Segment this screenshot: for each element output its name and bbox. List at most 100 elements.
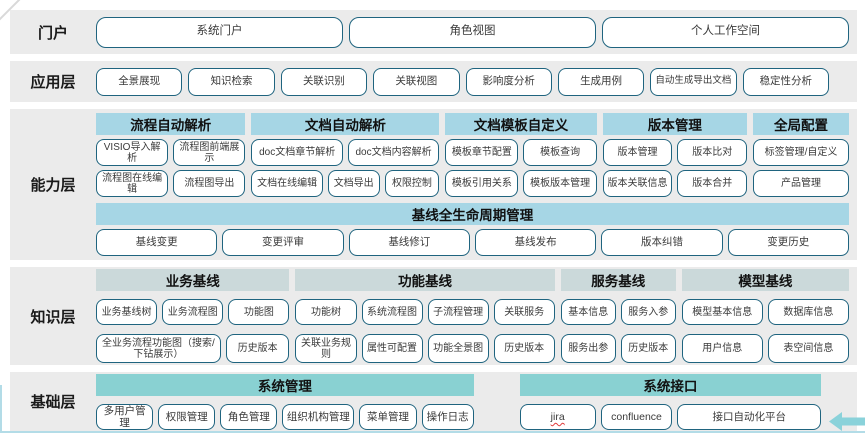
module-box[interactable]: 版本关联信息 (602, 170, 673, 197)
module-box[interactable]: 属性可配置 (361, 334, 423, 363)
module-box[interactable]: 版本管理 (602, 139, 673, 166)
knowledge-group-function-baseline: 功能基线 功能树 系统流程图 子流程管理 关联服务 关联业务规则 属性可配置 功… (295, 269, 555, 363)
module-box[interactable]: 文档在线编辑 (251, 170, 323, 197)
layer-application-label: 应用层 (30, 74, 76, 91)
module-box[interactable]: 表空间信息 (767, 334, 849, 363)
module-box[interactable]: 功能树 (295, 299, 357, 325)
module-box[interactable]: 角色视图 (349, 16, 596, 48)
capability-group-doc-parse: 文档自动解析 doc文档章节解析 doc文档内容解析 文档在线编辑 文档导出 权… (251, 113, 440, 197)
layer-portal: 门户 系统门户 角色视图 个人工作空间 (10, 10, 857, 54)
module-box[interactable]: 业务基线树 (96, 299, 158, 325)
module-box[interactable]: 关联识别 (280, 67, 368, 96)
module-box[interactable]: 历史版本 (493, 334, 555, 363)
module-box[interactable]: 标签管理/自定义 (753, 139, 849, 166)
group-header: 业务基线 (96, 269, 290, 291)
module-box[interactable]: doc文档章节解析 (251, 139, 343, 166)
module-box[interactable]: 系统流程图 (361, 299, 423, 325)
group-header: 服务基线 (560, 269, 676, 291)
module-box-jira[interactable]: jira (519, 404, 596, 430)
module-box[interactable]: 基本信息 (560, 299, 616, 325)
group-header: 版本管理 (602, 113, 748, 135)
module-box[interactable]: 模板查询 (523, 139, 597, 166)
left-arrow-icon (829, 412, 865, 431)
capability-group-global-config: 全局配置 标签管理/自定义 产品管理 (753, 113, 849, 197)
bottom-edge-line (0, 431, 865, 433)
module-box[interactable]: 菜单管理 (359, 404, 417, 430)
module-box[interactable]: 功能图 (228, 299, 290, 325)
group-header: 文档自动解析 (251, 113, 440, 135)
module-box[interactable]: 操作日志 (421, 404, 474, 430)
group-header: 文档模板自定义 (445, 113, 597, 135)
layer-foundation: 基础层 系统管理 多用户管理 权限管理 角色管理 组织机构管理 菜单管理 操作日… (10, 372, 857, 431)
module-box[interactable]: 用户信息 (681, 334, 763, 363)
module-box[interactable]: 服务出参 (560, 334, 616, 363)
knowledge-group-business-baseline: 业务基线 业务基线树 业务流程图 功能图 全业务流程功能图（搜索/下钻展示） 历… (96, 269, 290, 363)
group-header: 系统接口 (519, 374, 821, 396)
module-box[interactable]: 关联服务 (493, 299, 555, 325)
module-box[interactable]: 系统门户 (96, 16, 343, 48)
module-box[interactable]: 功能全景图 (427, 334, 489, 363)
foundation-group-system-interface: 系统接口 jira confluence 接口自动化平台 (519, 374, 821, 430)
capability-group-template-custom: 文档模板自定义 模板章节配置 模板查询 模板引用关系 模板版本管理 (445, 113, 597, 197)
module-box[interactable]: 服务入参 (620, 299, 676, 325)
module-box-confluence[interactable]: confluence (600, 404, 673, 430)
module-box[interactable]: 全业务流程功能图（搜索/下钻展示） (96, 334, 221, 363)
module-box[interactable]: 基线发布 (474, 229, 597, 256)
module-box[interactable]: 变更评审 (222, 229, 344, 256)
group-header: 流程自动解析 (96, 113, 246, 135)
module-box[interactable]: 模板章节配置 (445, 139, 519, 166)
module-box[interactable]: 文档导出 (327, 170, 380, 197)
module-box[interactable]: 模板版本管理 (523, 170, 597, 197)
layer-capability: 能力层 流程自动解析 VISIO导入解析 流程图前端展示 流程图在线编辑 流程图… (10, 109, 857, 260)
module-box[interactable]: 模板引用关系 (445, 170, 519, 197)
module-box[interactable]: 业务流程图 (162, 299, 224, 325)
capability-group-process-parse: 流程自动解析 VISIO导入解析 流程图前端展示 流程图在线编辑 流程图导出 (96, 113, 246, 197)
module-box[interactable]: 个人工作空间 (602, 16, 849, 48)
module-box[interactable]: 流程图在线编辑 (96, 170, 169, 197)
module-box[interactable]: 历史版本 (225, 334, 290, 363)
module-box[interactable]: VISIO导入解析 (96, 139, 169, 166)
module-box[interactable]: 权限管理 (158, 404, 216, 430)
module-box[interactable]: 关联视图 (373, 67, 460, 96)
module-box[interactable]: 流程图前端展示 (173, 139, 246, 166)
module-box[interactable]: 历史版本 (620, 334, 676, 363)
layer-application: 应用层 全景展现 知识检索 关联识别 关联视图 影响度分析 生成用例 自动生成导… (10, 61, 857, 102)
module-box[interactable]: 产品管理 (753, 170, 849, 197)
module-box[interactable]: 接口自动化平台 (677, 404, 821, 430)
module-box[interactable]: 生成用例 (557, 67, 645, 96)
module-box[interactable]: 子流程管理 (427, 299, 489, 325)
layer-foundation-label: 基础层 (30, 394, 76, 411)
module-box[interactable]: 版本比对 (677, 139, 748, 166)
layer-portal-label: 门户 (37, 24, 68, 42)
knowledge-group-service-baseline: 服务基线 基本信息 服务入参 服务出参 历史版本 (560, 269, 676, 363)
module-box[interactable]: 全景展现 (96, 67, 183, 96)
module-box[interactable]: 权限控制 (384, 170, 440, 197)
module-box[interactable]: 数据库信息 (767, 299, 849, 325)
module-box[interactable]: 基线修订 (348, 229, 470, 256)
module-box[interactable]: 基线变更 (96, 229, 218, 256)
knowledge-group-model-baseline: 模型基线 模型基本信息 数据库信息 用户信息 表空间信息 (681, 269, 849, 363)
layer-knowledge-label: 知识层 (30, 308, 76, 326)
foundation-group-system-mgmt: 系统管理 多用户管理 权限管理 角色管理 组织机构管理 菜单管理 操作日志 (96, 374, 474, 430)
group-header: 模型基线 (681, 269, 849, 291)
module-box[interactable]: 流程图导出 (173, 170, 246, 197)
module-box[interactable]: 稳定性分析 (742, 67, 829, 96)
capability-group-version-mgmt: 版本管理 版本管理 版本比对 版本关联信息 版本合并 (602, 113, 748, 197)
module-box[interactable]: 多用户管理 (96, 404, 154, 430)
module-box[interactable]: 知识检索 (188, 67, 275, 96)
module-box[interactable]: 版本合并 (677, 170, 748, 197)
module-box[interactable]: 组织机构管理 (282, 404, 355, 430)
module-box[interactable]: 自动生成导出文档 (650, 67, 737, 96)
layer-capability-label: 能力层 (30, 177, 76, 194)
layer-knowledge: 知识层 业务基线 业务基线树 业务流程图 功能图 全业务流程功能图（搜索/下钻展… (10, 267, 857, 365)
module-box[interactable]: doc文档内容解析 (347, 139, 440, 166)
module-box[interactable]: 关联业务规则 (295, 334, 357, 363)
module-box[interactable]: 版本纠错 (601, 229, 723, 256)
module-box[interactable]: 角色管理 (220, 404, 278, 430)
baseline-lifecycle-header: 基线全生命周期管理 (96, 203, 849, 225)
module-box[interactable]: 变更历史 (727, 229, 849, 256)
group-header: 全局配置 (753, 113, 849, 135)
module-box[interactable]: 模型基本信息 (681, 299, 763, 325)
module-box[interactable]: 影响度分析 (465, 67, 552, 96)
